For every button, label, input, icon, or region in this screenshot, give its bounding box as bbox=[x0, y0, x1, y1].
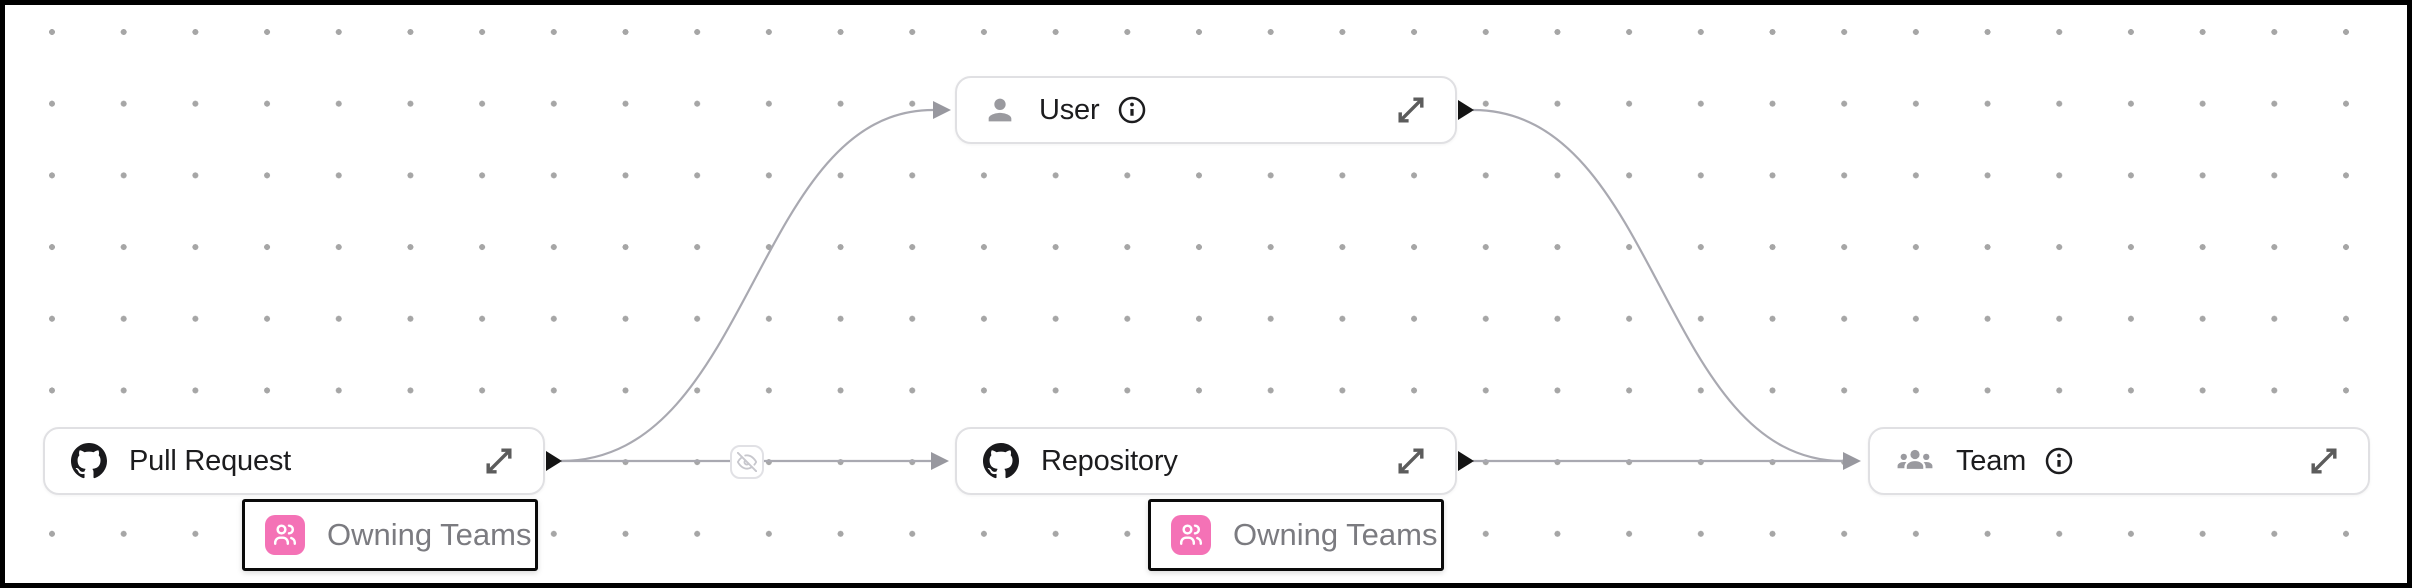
edge-label-owning-teams-2[interactable]: Owning Teams bbox=[1148, 499, 1444, 571]
team-pink-icon bbox=[265, 515, 305, 555]
github-icon bbox=[983, 443, 1019, 479]
info-icon[interactable] bbox=[1117, 95, 1147, 125]
edge-visibility-badge[interactable] bbox=[730, 445, 764, 479]
team-pink-icon bbox=[1171, 515, 1211, 555]
source-handle-repository[interactable] bbox=[1458, 451, 1474, 471]
node-team[interactable]: Team bbox=[1868, 427, 2370, 495]
edge-label-text: Owning Teams bbox=[327, 517, 532, 552]
edge-pullrequest-user[interactable] bbox=[560, 108, 934, 463]
node-label: Pull Request bbox=[129, 444, 292, 477]
expand-icon[interactable] bbox=[1393, 92, 1429, 128]
node-label: Team bbox=[1956, 444, 2027, 477]
arrowhead-into-user bbox=[933, 101, 951, 119]
expand-icon[interactable] bbox=[2306, 443, 2342, 479]
eye-off-icon bbox=[737, 452, 757, 472]
edge-label-owning-teams-1[interactable]: Owning Teams bbox=[242, 499, 538, 571]
user-icon bbox=[983, 93, 1017, 127]
node-label: Repository bbox=[1041, 444, 1178, 477]
edge-user-team[interactable] bbox=[1472, 108, 1844, 463]
arrowhead-into-team bbox=[1843, 452, 1861, 470]
expand-icon[interactable] bbox=[481, 443, 517, 479]
arrowhead-into-repository bbox=[931, 452, 949, 470]
source-handle-pull-request[interactable] bbox=[546, 451, 562, 471]
github-icon bbox=[71, 443, 107, 479]
node-user[interactable]: User bbox=[955, 76, 1457, 144]
edge-label-text: Owning Teams bbox=[1233, 517, 1438, 552]
team-icon bbox=[1896, 442, 1934, 480]
expand-icon[interactable] bbox=[1393, 443, 1429, 479]
node-pull-request[interactable]: Pull Request bbox=[43, 427, 545, 495]
source-handle-user[interactable] bbox=[1458, 100, 1474, 120]
info-icon[interactable] bbox=[2044, 446, 2074, 476]
node-label: User bbox=[1039, 93, 1100, 126]
node-repository[interactable]: Repository bbox=[955, 427, 1457, 495]
